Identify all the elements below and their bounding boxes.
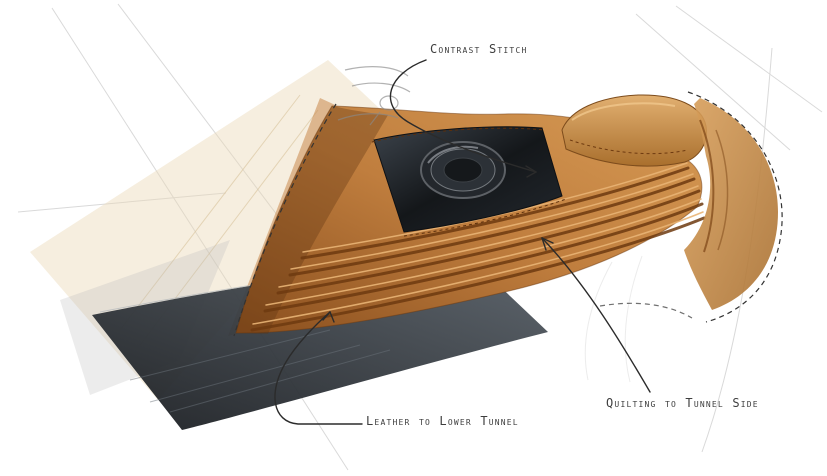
- quilting-ribs: [250, 162, 706, 332]
- shifter-knob-sketch: [337, 66, 411, 126]
- annotation-quilting-to-tunnel-side: Quilting to Tunnel Side: [606, 396, 759, 410]
- quilting-tunnel-side-arrow: [541, 237, 651, 393]
- contrast-stitch-line: [371, 127, 546, 143]
- annotation-contrast-stitch: Contrast Stitch: [430, 42, 528, 56]
- dashed-trim-outline-right: [687, 91, 783, 323]
- contrast-stitch-arrow: [389, 59, 537, 178]
- annotation-arrows: [274, 59, 651, 425]
- armrest: [561, 94, 708, 167]
- dashed-trim-outline-left: [233, 103, 337, 337]
- dashed-trim-outlines: [233, 91, 783, 337]
- leather-lower-tunnel-arrow: [274, 311, 363, 425]
- rotary-controller: [420, 141, 506, 199]
- tunnel-side-panel: [684, 98, 778, 310]
- armrest-stitch-line: [569, 139, 689, 155]
- annotation-leather-to-lower-tunnel: Leather to Lower Tunnel: [366, 414, 519, 428]
